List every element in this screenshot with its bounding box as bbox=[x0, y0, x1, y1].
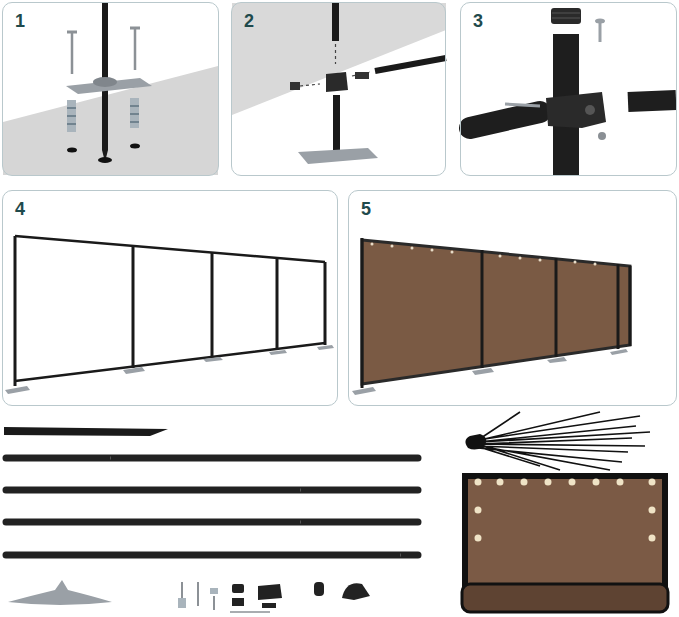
pole-section bbox=[6, 458, 418, 555]
step-number: 5 bbox=[361, 199, 371, 220]
grommet bbox=[478, 482, 652, 538]
step-panel: 4 bbox=[2, 190, 338, 406]
short-bar bbox=[4, 427, 168, 436]
tee-clamp bbox=[546, 92, 606, 128]
frame-pole bbox=[362, 238, 630, 388]
tee-clamp bbox=[326, 72, 348, 92]
step-panel: 1 bbox=[2, 2, 219, 176]
anchor-ridges bbox=[67, 106, 139, 124]
screw bbox=[72, 28, 135, 74]
screw-head bbox=[595, 19, 605, 24]
step-panel: 5 bbox=[348, 190, 677, 406]
screen-fabric bbox=[465, 476, 665, 592]
cap-ridges bbox=[552, 13, 580, 18]
screw bbox=[599, 22, 602, 42]
insert-part bbox=[232, 598, 244, 606]
drill-hole bbox=[98, 157, 112, 163]
connector-part bbox=[262, 603, 276, 608]
step-panel: 3 bbox=[460, 2, 677, 176]
step-number: 4 bbox=[15, 199, 25, 220]
screw-part bbox=[182, 582, 214, 610]
grommet bbox=[372, 244, 595, 264]
wall-anchor bbox=[130, 98, 139, 128]
base-hub bbox=[93, 77, 117, 87]
bolt-part bbox=[230, 611, 270, 613]
pole-cap bbox=[551, 8, 581, 24]
step-number: 3 bbox=[473, 11, 483, 32]
pole-joint bbox=[110, 458, 401, 555]
horizontal-bar bbox=[628, 100, 676, 102]
bar-insert bbox=[355, 72, 369, 79]
base-plate bbox=[66, 78, 152, 94]
screen-roll bbox=[462, 584, 668, 612]
upper-pole bbox=[332, 3, 339, 41]
end-cap-part bbox=[314, 582, 324, 596]
horizontal-bar bbox=[375, 58, 446, 71]
clamp-part bbox=[258, 584, 282, 600]
cap-part bbox=[232, 584, 244, 593]
frame-pole bbox=[15, 236, 325, 386]
base-part bbox=[8, 580, 112, 605]
drill-hole bbox=[67, 148, 77, 153]
bolt bbox=[505, 104, 540, 106]
privacy-screen bbox=[362, 240, 630, 384]
assembly-guide bbox=[335, 44, 336, 64]
horizontal-bar bbox=[470, 112, 540, 128]
base-plate bbox=[298, 148, 378, 164]
anchor-part bbox=[178, 588, 218, 608]
step-number: 1 bbox=[15, 11, 25, 32]
zip-tie-heads bbox=[465, 434, 486, 450]
base-plate bbox=[352, 349, 628, 395]
ground-surface bbox=[3, 66, 218, 175]
step-number: 2 bbox=[244, 11, 254, 32]
base-plate bbox=[5, 345, 334, 394]
clamp-hole bbox=[585, 105, 595, 115]
bar-connector bbox=[290, 82, 300, 90]
hook-part bbox=[342, 583, 370, 600]
lower-pole bbox=[333, 95, 340, 150]
drill-hole bbox=[130, 144, 140, 149]
step-panel: 2 bbox=[231, 2, 446, 176]
screw-head bbox=[67, 28, 140, 32]
zip-tie bbox=[476, 412, 650, 470]
nut bbox=[598, 132, 606, 140]
